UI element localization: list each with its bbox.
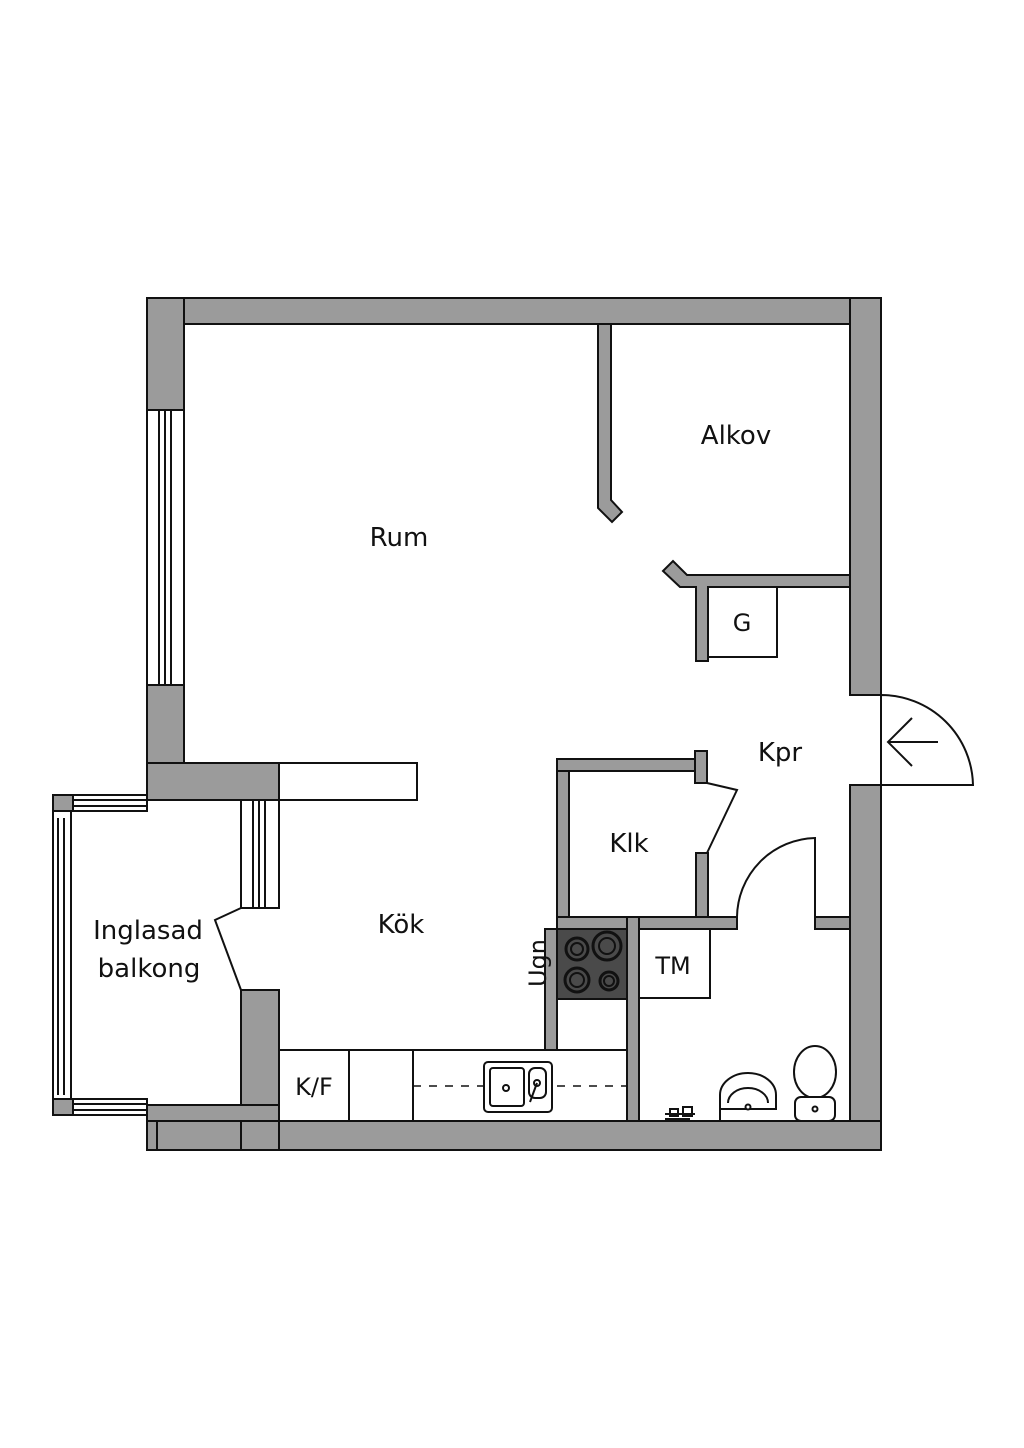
appliance-tm xyxy=(638,928,711,999)
wall-balcony-bottom xyxy=(146,1104,280,1122)
storage-g xyxy=(707,586,778,658)
faucet-icon xyxy=(665,1106,695,1120)
toilet-icon xyxy=(793,1045,837,1122)
wall-klk-left xyxy=(556,758,570,930)
wall-top xyxy=(146,297,882,325)
kitchen-bar-top xyxy=(278,762,418,801)
balcony-corner-bottom xyxy=(52,1098,74,1116)
room-label-rum: Rum xyxy=(370,523,429,553)
wall-bath-top-right xyxy=(814,916,851,930)
doors xyxy=(213,693,975,991)
counter xyxy=(278,762,418,801)
fixture-label-ugn: Ugn xyxy=(524,939,552,987)
balcony-boundary xyxy=(147,799,242,1106)
wall-alkov-partition xyxy=(597,323,624,524)
wall-klk-top-stub xyxy=(694,750,708,784)
wall-klk-right xyxy=(695,852,709,919)
wall-right-lower xyxy=(849,784,882,1151)
wall-kitchen-balcony-lower xyxy=(240,989,280,1151)
balcony-corner-top xyxy=(52,794,74,812)
room-label-inglasad: Inglasad xyxy=(93,916,203,946)
fixture-label-g: G xyxy=(733,609,752,637)
door-bathroom xyxy=(736,836,816,918)
washbasin-icon xyxy=(719,1072,777,1121)
counter-kf xyxy=(278,1049,350,1122)
wall-right-upper xyxy=(849,297,882,696)
window-balcony-left xyxy=(52,810,72,1102)
stove-icon xyxy=(556,928,628,1000)
wall-bath-left xyxy=(626,916,640,1122)
counter-cabinet xyxy=(348,1049,414,1122)
arrow-left-icon xyxy=(886,717,938,767)
balcony-corners xyxy=(52,794,74,1116)
room-label-kok: Kök xyxy=(378,910,425,940)
door-entrance xyxy=(880,693,975,786)
fixture-label-kf: K/F xyxy=(295,1073,333,1101)
wall-left-upper xyxy=(146,297,185,411)
room-label-alkov: Alkov xyxy=(701,421,771,451)
room-label-klk: Klk xyxy=(609,829,648,859)
wall-klk-top xyxy=(556,758,696,772)
sink-icon xyxy=(483,1061,553,1113)
door-klk xyxy=(706,782,739,854)
room-label-kpr: Kpr xyxy=(758,738,803,768)
wall-klk-bottom xyxy=(556,916,738,930)
walls xyxy=(146,297,882,1151)
room-label-balkong: balkong xyxy=(98,954,201,984)
fixture-label-tm: TM xyxy=(654,952,690,980)
door-balcony xyxy=(213,907,242,991)
wall-rum-ledge xyxy=(146,762,280,801)
